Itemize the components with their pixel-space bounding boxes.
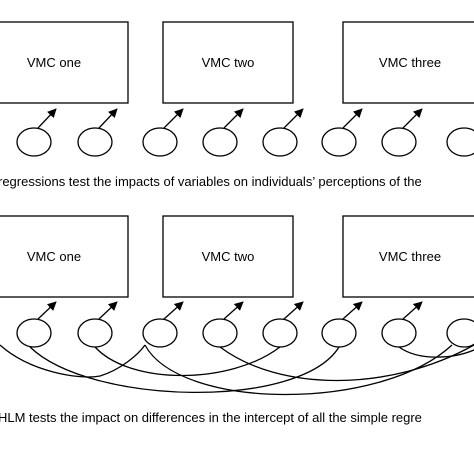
vmc-box-1-top xyxy=(0,21,129,104)
variable-node xyxy=(77,318,113,348)
variable-node xyxy=(16,127,52,157)
connector-curve xyxy=(0,344,146,378)
arrow xyxy=(283,301,304,320)
arrow xyxy=(163,301,184,320)
arrow xyxy=(342,301,363,320)
caption-bottom: HLM tests the impact on differences in t… xyxy=(0,410,422,425)
vmc-label-3-top: VMC three xyxy=(379,55,441,70)
variable-node xyxy=(142,318,178,348)
arrow xyxy=(98,108,118,129)
connector-curve xyxy=(398,346,474,358)
vmc-box-3-bottom xyxy=(342,215,474,298)
variable-node xyxy=(321,318,357,348)
variable-node xyxy=(202,127,238,157)
arrow xyxy=(283,108,304,129)
vmc-label-1-top: VMC one xyxy=(27,55,81,70)
variable-node xyxy=(262,318,298,348)
arrow xyxy=(98,301,118,320)
arrow xyxy=(402,301,423,320)
connector-curve xyxy=(219,344,474,382)
variable-node xyxy=(446,318,474,348)
arrow xyxy=(163,108,184,129)
arrow xyxy=(223,108,244,129)
arrow xyxy=(37,108,57,129)
variable-node xyxy=(381,318,417,348)
vmc-box-3-top xyxy=(342,21,474,104)
arrow xyxy=(37,301,57,320)
variable-node xyxy=(262,127,298,157)
variable-node xyxy=(16,318,52,348)
vmc-box-1-bottom xyxy=(0,215,129,298)
vmc-box-2-top xyxy=(162,21,294,104)
connector-curve xyxy=(94,346,281,377)
panel-top: VMC one VMC two VMC three regressions te… xyxy=(0,21,474,189)
vmc-label-2-top: VMC two xyxy=(202,55,255,70)
variable-node xyxy=(77,127,113,157)
arrow xyxy=(402,108,423,129)
variable-node xyxy=(142,127,178,157)
variable-node xyxy=(321,127,357,157)
variable-node xyxy=(381,127,417,157)
variable-node xyxy=(202,318,238,348)
vmc-box-2-bottom xyxy=(162,215,294,298)
connector-curve xyxy=(144,344,453,396)
vmc-label-2-bottom: VMC two xyxy=(202,249,255,264)
connector-curve xyxy=(29,346,340,394)
variable-node xyxy=(446,127,474,157)
panel-bottom: VMC one VMC two VMC three HLM tests the … xyxy=(0,215,474,425)
caption-top: regressions test the impacts of variable… xyxy=(0,174,422,189)
vmc-label-3-bottom: VMC three xyxy=(379,249,441,264)
arrow xyxy=(223,301,244,320)
vmc-label-1-bottom: VMC one xyxy=(27,249,81,264)
arrow xyxy=(342,108,363,129)
